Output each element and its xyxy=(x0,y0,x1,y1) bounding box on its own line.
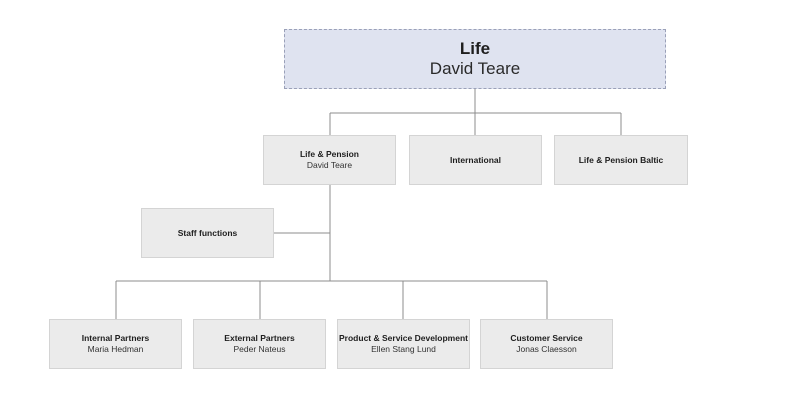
org-node-title: Customer Service xyxy=(510,333,583,344)
org-node-title: Life xyxy=(459,38,491,58)
org-node-person: Jonas Claesson xyxy=(516,344,577,354)
org-node-title: Life & Pension xyxy=(299,149,360,160)
org-node-title: International xyxy=(449,154,501,165)
org-node-product-service-development: Product & Service Development Ellen Stan… xyxy=(337,319,470,369)
org-node-external-partners: External Partners Peder Nateus xyxy=(193,319,326,369)
org-node-person: Ellen Stang Lund xyxy=(371,344,436,354)
org-node-international: International xyxy=(409,135,542,185)
org-node-person: David Teare xyxy=(306,160,353,170)
org-node-person: David Teare xyxy=(429,59,521,78)
org-node-person: Maria Hedman xyxy=(87,344,144,354)
org-node-staff-functions: Staff functions xyxy=(141,208,274,258)
org-node-title: Staff functions xyxy=(177,227,238,238)
org-node-customer-service: Customer Service Jonas Claesson xyxy=(480,319,613,369)
org-node-root: Life David Teare xyxy=(284,29,666,89)
org-node-internal-partners: Internal Partners Maria Hedman xyxy=(49,319,182,369)
org-node-person: Peder Nateus xyxy=(233,344,286,354)
org-node-title: Product & Service Development xyxy=(339,333,468,344)
org-node-title: Life & Pension Baltic xyxy=(578,154,664,165)
org-node-title: Internal Partners xyxy=(81,333,150,344)
org-node-life-pension-baltic: Life & Pension Baltic xyxy=(554,135,688,185)
org-node-life-pension: Life & Pension David Teare xyxy=(263,135,396,185)
org-node-title: External Partners xyxy=(224,333,295,344)
